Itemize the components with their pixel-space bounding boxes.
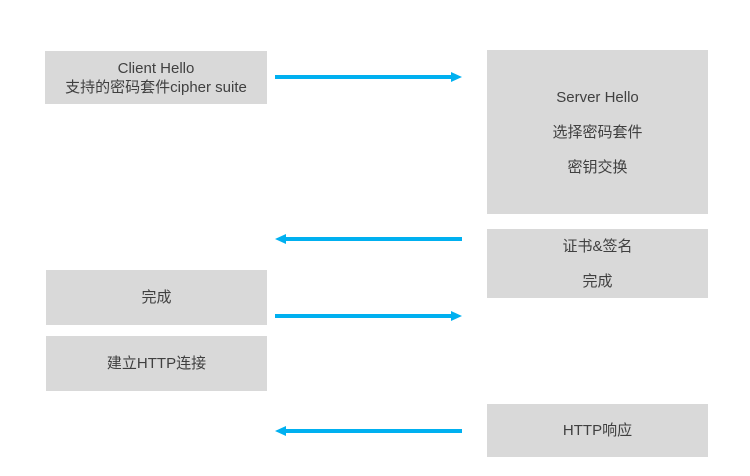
http-response-box: HTTP响应 — [487, 404, 708, 457]
arrow-head — [451, 72, 462, 82]
box-text-line: 选择密码套件 — [552, 123, 643, 141]
box-text-line: 建立HTTP连接 — [106, 355, 207, 372]
box-text-line: 证书&签名 — [562, 237, 633, 255]
box-text-line: 支持的密码套件cipher suite — [65, 78, 247, 96]
establish-http-connection-box: 建立HTTP连接 — [46, 336, 267, 391]
arrow-head — [451, 311, 462, 321]
box-text-line: Server Hello — [556, 88, 639, 106]
box-text-line: HTTP响应 — [562, 422, 633, 439]
left-arrow-icon — [275, 234, 462, 244]
arrow-head — [275, 234, 286, 244]
arrow-shaft — [284, 429, 462, 433]
box-text-line: Client Hello — [117, 59, 195, 77]
arrow-shaft — [275, 75, 453, 79]
client-hello-box: Client Hello 支持的密码套件cipher suite — [45, 51, 267, 104]
right-arrow-icon — [275, 311, 462, 321]
box-text-line: 完成 — [141, 289, 172, 306]
certificate-signature-box: 证书&签名 完成 — [487, 229, 708, 298]
arrow-head — [275, 426, 286, 436]
server-hello-box: Server Hello 选择密码套件 密钥交换 — [487, 50, 708, 214]
arrow-shaft — [284, 237, 462, 241]
box-text-line: 密钥交换 — [567, 158, 628, 176]
box-text-line: 完成 — [582, 272, 613, 290]
left-arrow-icon — [275, 426, 462, 436]
right-arrow-icon — [275, 72, 462, 82]
finished-box: 完成 — [46, 270, 267, 325]
arrow-shaft — [275, 314, 453, 318]
